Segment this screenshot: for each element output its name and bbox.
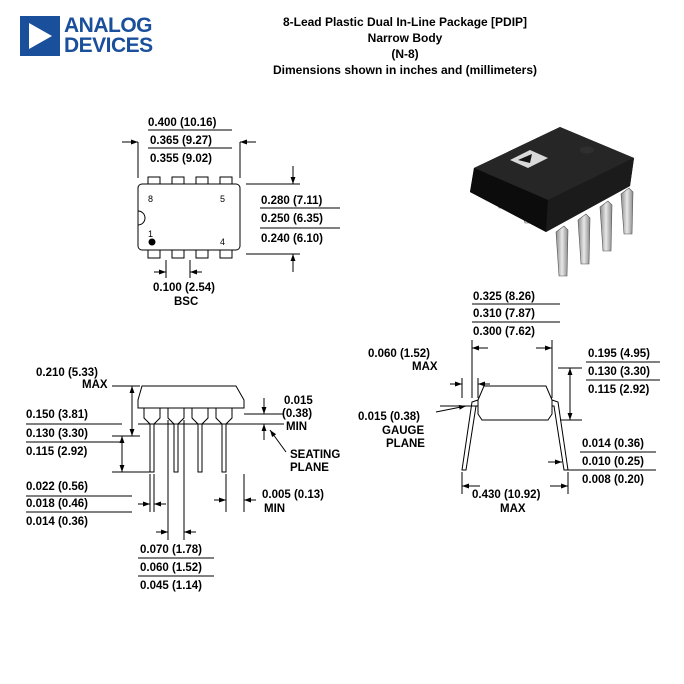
shoulder-min-label: 0.045 (1.14) (140, 580, 202, 592)
end-note: MIN (264, 503, 285, 515)
lead-len-nom-label: 0.130 (3.30) (26, 428, 88, 440)
pin-label-5: 5 (220, 194, 225, 204)
body-t-note: MAX (412, 361, 438, 373)
end-view-lead-right (551, 399, 569, 471)
h-min-label: 0.115 (2.92) (588, 384, 650, 396)
span-nom-label: 0.310 (7.87) (473, 308, 535, 320)
lead-w-max-label: 0.022 (0.56) (26, 481, 88, 493)
lead-w-min-label: 0.014 (0.36) (26, 516, 88, 528)
gauge-value: 0.015 (0.38) (358, 411, 420, 423)
span-min-label: 0.300 (7.62) (473, 326, 535, 338)
gauge-leader (435, 404, 467, 413)
pitch-note: BSC (174, 296, 198, 308)
title-line3: (N-8) (391, 47, 419, 61)
body-nom-label: 0.250 (6.35) (261, 213, 323, 225)
end-view-body (477, 385, 553, 421)
seating-label-2: PLANE (290, 462, 329, 474)
lead-len-max-label: 0.150 (3.81) (26, 409, 88, 421)
end-view-lead-left (461, 399, 479, 471)
pin-label-1: 1 (148, 229, 153, 239)
analog-devices-triangle-icon (20, 16, 60, 56)
standoff-value: 0.015 (284, 395, 313, 407)
body-t-label: 0.060 (1.52) (368, 348, 430, 360)
width-max-label: 0.400 (10.16) (148, 117, 217, 129)
thk-min-label: 0.008 (0.20) (582, 474, 644, 486)
spread-note: MAX (500, 503, 526, 515)
pin-label-4: 4 (220, 237, 225, 247)
top-view-notch (137, 210, 146, 226)
title-line2: Narrow Body (367, 31, 443, 45)
pin1-dot (148, 238, 156, 246)
side-view-body (137, 385, 245, 409)
side-view-leads (143, 408, 233, 473)
logo-line1: ANALOG (64, 14, 153, 37)
body-max-label: 0.280 (7.11) (261, 195, 323, 207)
h-nom-label: 0.130 (3.30) (588, 366, 650, 378)
thk-nom-label: 0.010 (0.25) (582, 456, 644, 468)
gauge-label-1: GAUGE (382, 425, 425, 437)
span-max-label: 0.325 (8.26) (473, 291, 535, 303)
height-note: MAX (82, 379, 108, 391)
h-max-label: 0.195 (4.95) (588, 348, 650, 360)
side-view (112, 385, 284, 540)
pin-label-8: 8 (148, 194, 153, 204)
standoff-note: MIN (286, 421, 307, 433)
spread-label: 0.430 (10.92) (472, 489, 541, 501)
logo-line2: DEVICES (64, 34, 153, 57)
analog-devices-logo: ANALOG DEVICES (20, 14, 170, 64)
standoff-mm: (0.38) (282, 408, 312, 420)
width-min-label: 0.355 (9.02) (150, 153, 212, 165)
top-view-body (137, 183, 241, 251)
end-view (440, 340, 584, 494)
seating-leader (269, 429, 287, 453)
top-view (137, 142, 300, 278)
body-min-label: 0.240 (6.10) (261, 233, 323, 245)
width-nom-label: 0.365 (9.27) (150, 135, 212, 147)
end-min-label: 0.005 (0.13) (262, 489, 324, 501)
lead-len-min-label: 0.115 (2.92) (26, 446, 88, 458)
title-line4: Dimensions shown in inches and (millimet… (272, 63, 538, 77)
dip8-chip-photo-icon (470, 127, 634, 277)
shoulder-max-label: 0.070 (1.78) (140, 544, 202, 556)
package-title: 8-Lead Plastic Dual In-Line Package [PDI… (250, 14, 560, 78)
shoulder-nom-label: 0.060 (1.52) (140, 562, 202, 574)
title-line1: 8-Lead Plastic Dual In-Line Package [PDI… (282, 15, 528, 29)
lead-w-nom-label: 0.018 (0.46) (26, 498, 88, 510)
seating-label-1: SEATING (290, 449, 340, 461)
pitch-label: 0.100 (2.54) (153, 282, 215, 294)
thk-max-label: 0.014 (0.36) (582, 438, 644, 450)
height-max-label: 0.210 (5.33) (36, 367, 98, 379)
gauge-label-2: PLANE (386, 438, 425, 450)
